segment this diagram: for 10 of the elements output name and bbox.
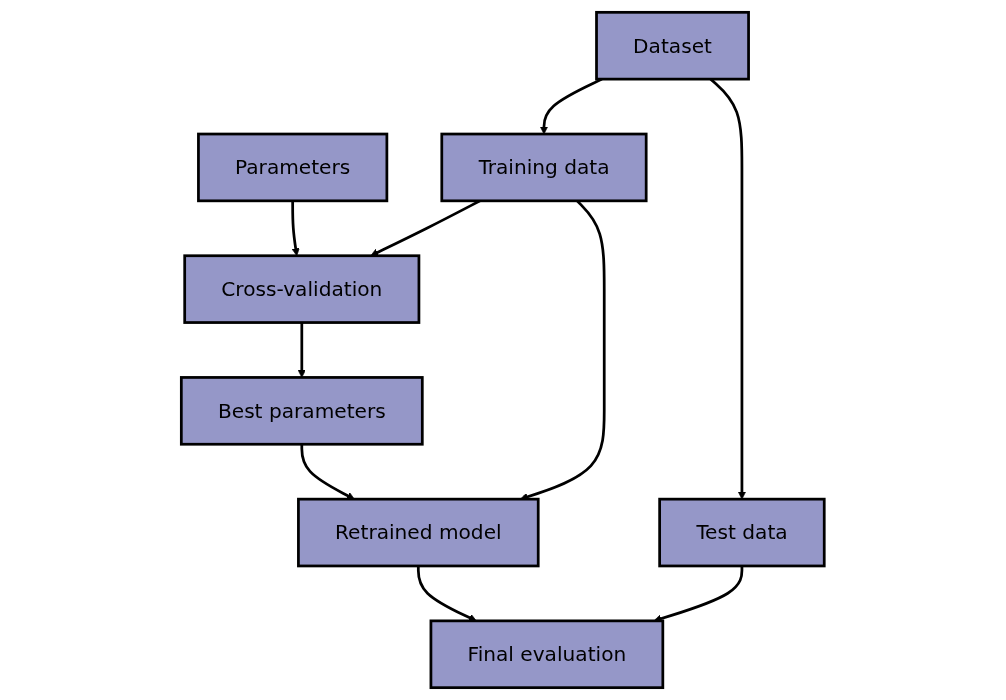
node-box: Dataset [595, 10, 751, 81]
node-box: Test data [658, 497, 826, 568]
node-box: Best parameters [180, 376, 424, 446]
node-box: Parameters [197, 132, 389, 203]
node-box: Final evaluation [429, 619, 665, 690]
arrow [300, 444, 355, 500]
arrow [298, 322, 307, 378]
node-box: Retrained model [297, 497, 540, 568]
node-box: Cross-validation [183, 254, 421, 324]
node-box: Training data [440, 132, 648, 203]
